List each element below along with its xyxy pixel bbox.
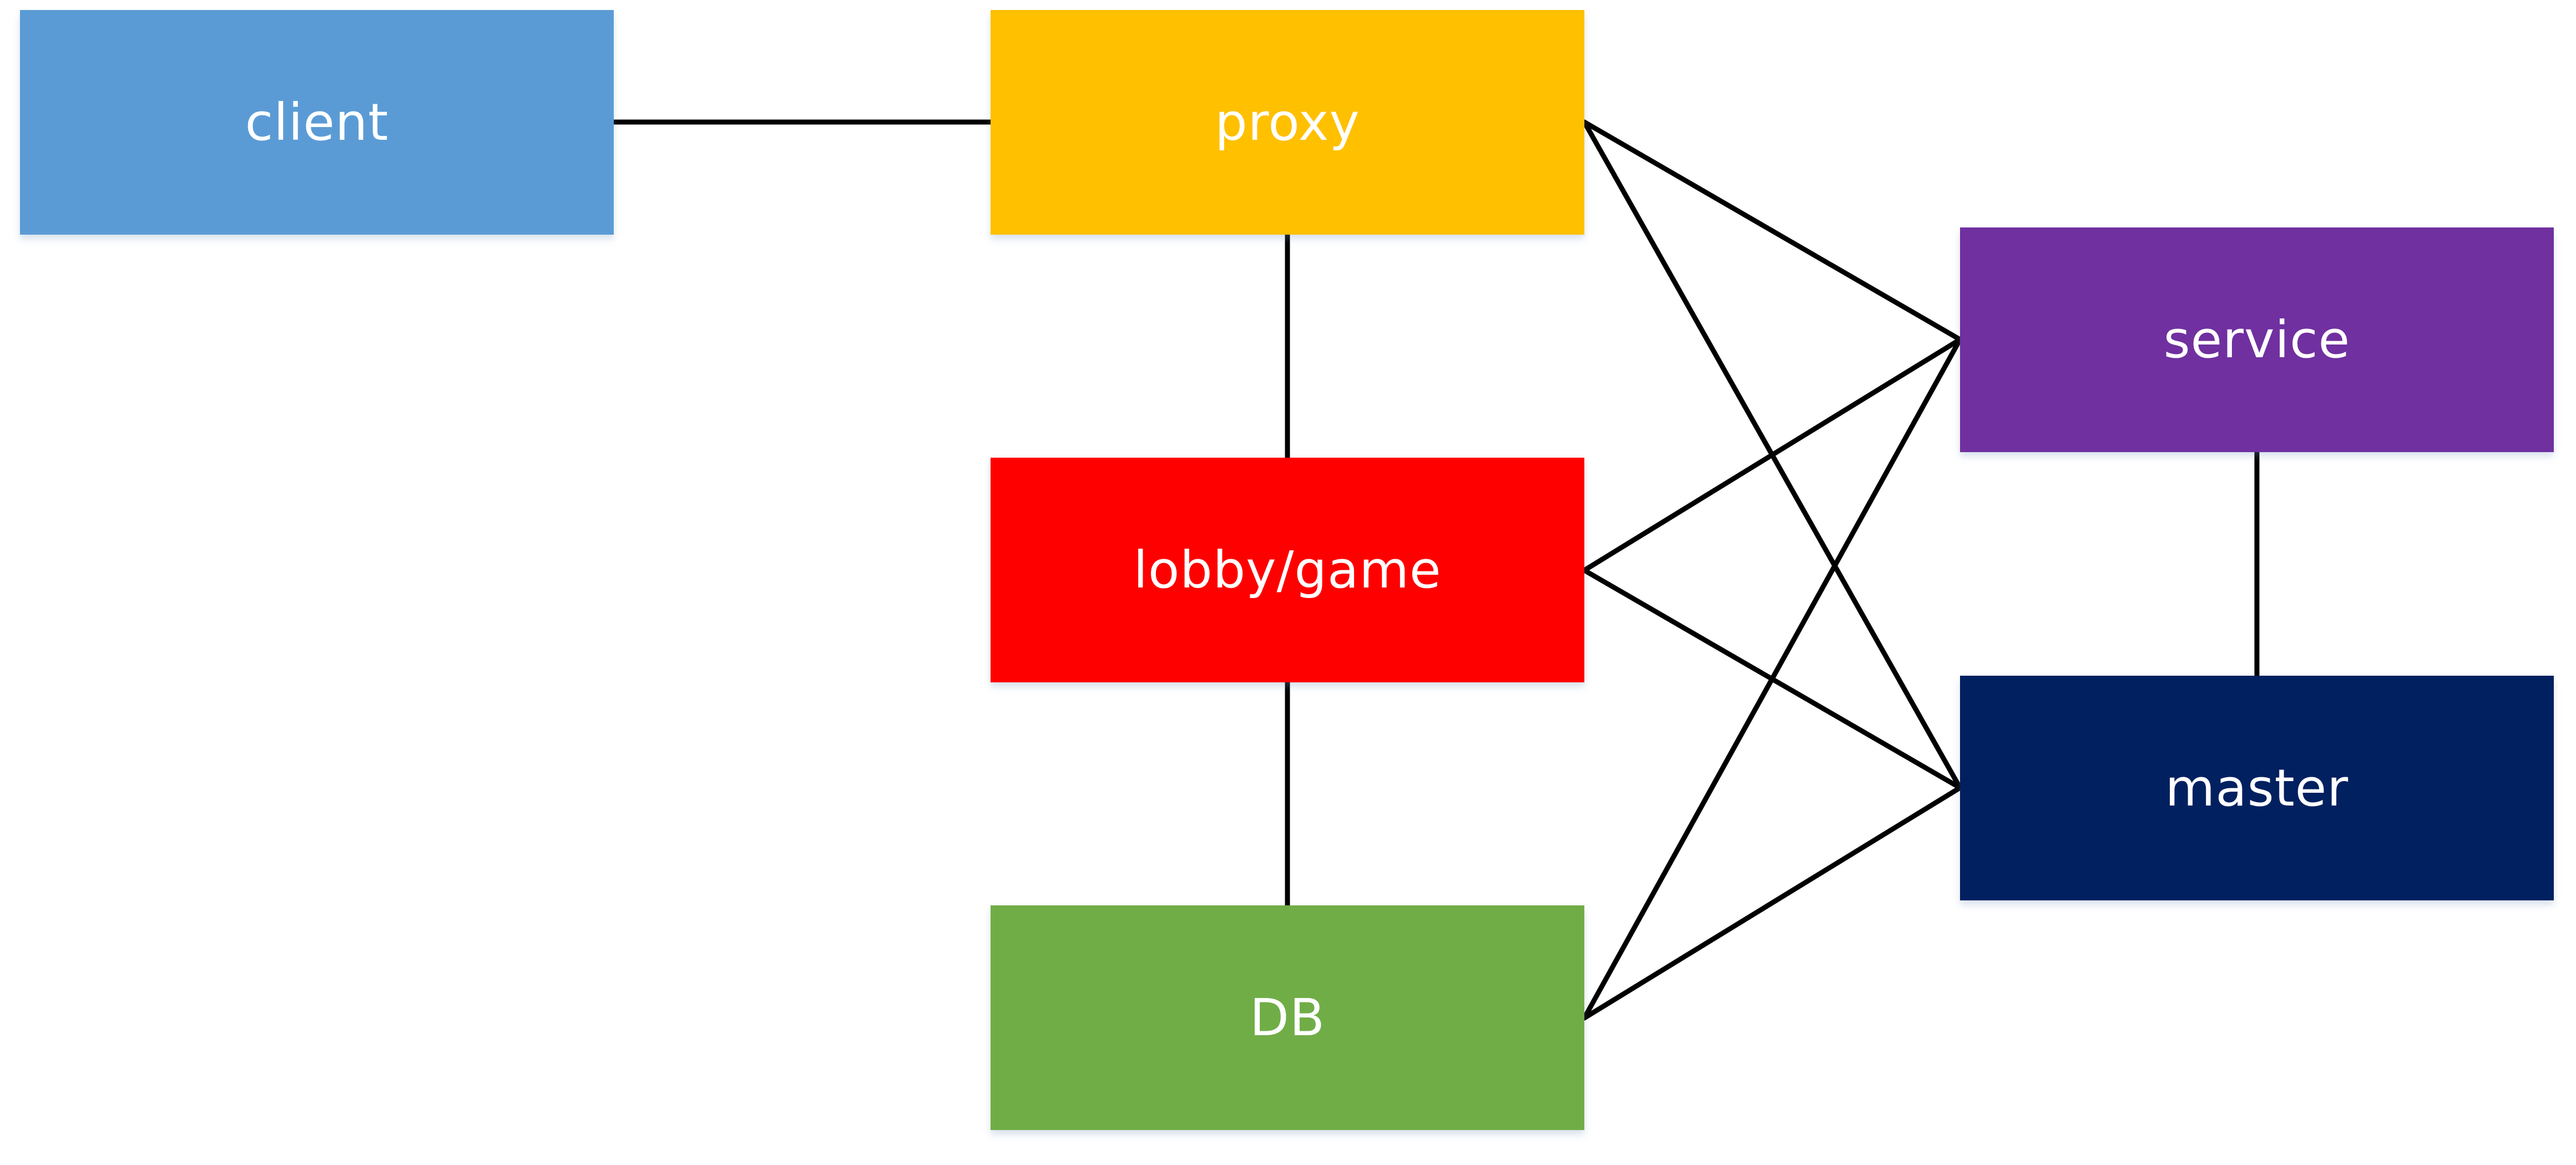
edge-proxy-service [1582, 119, 1963, 342]
edge-db-service [1582, 337, 1963, 1021]
service-node: service [1960, 227, 2554, 452]
master-node: master [1960, 676, 2554, 900]
proxy-node: proxy [991, 10, 1584, 235]
client-label: client [245, 92, 389, 152]
master-label: master [2165, 758, 2349, 818]
db-node: DB [991, 905, 1584, 1130]
proxy-label: proxy [1215, 92, 1360, 152]
db-label: DB [1250, 987, 1325, 1047]
edge-db-master [1582, 785, 1963, 1021]
client-node: client [20, 10, 614, 235]
service-label: service [2163, 310, 2351, 369]
lobby-game-label: lobby/game [1133, 540, 1442, 600]
edge-lobby-service [1582, 337, 1963, 573]
lobby-game-node: lobby/game [991, 458, 1584, 682]
